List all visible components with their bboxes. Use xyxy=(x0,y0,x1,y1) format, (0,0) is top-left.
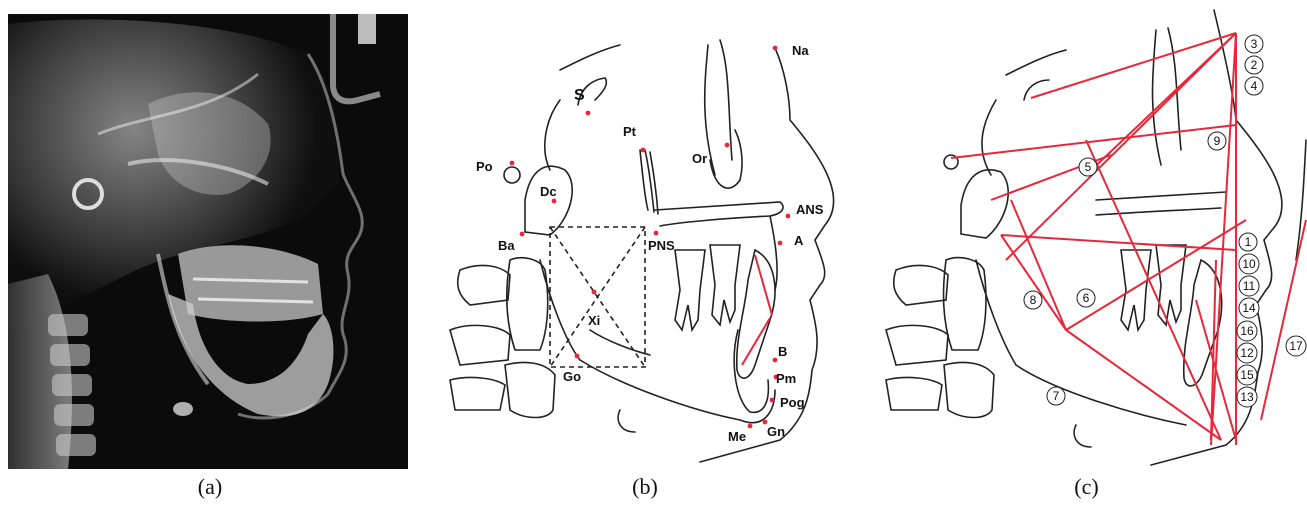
svg-text:17: 17 xyxy=(1289,339,1303,353)
point-Na xyxy=(773,46,778,51)
point-Or xyxy=(725,143,730,148)
marker-14: 14 xyxy=(1239,298,1259,318)
point-B xyxy=(773,358,778,363)
point-Me xyxy=(748,424,753,429)
label-Gn: Gn xyxy=(767,424,785,439)
panel-c-analysis: 3 2 4 9 5 1 10 11 14 8 6 16 12 17 15 13 … xyxy=(866,0,1307,509)
caption-b: (b) xyxy=(430,474,860,500)
marker-15: 15 xyxy=(1237,365,1257,385)
landmark-labels: S Pt Po Dc Ba Or Na ANS A PNS Xi Go B Pm… xyxy=(476,43,824,444)
marker-16: 16 xyxy=(1237,321,1257,341)
label-A: A xyxy=(794,233,804,248)
tracing-b: S Pt Po Dc Ba Or Na ANS A PNS Xi Go B Pm… xyxy=(430,0,860,470)
caption-a: (a) xyxy=(0,474,420,500)
label-S: S xyxy=(574,87,585,104)
label-Dc: Dc xyxy=(540,184,557,199)
svg-text:12: 12 xyxy=(1240,346,1254,360)
label-Pm: Pm xyxy=(776,371,796,386)
point-Dc xyxy=(552,199,557,204)
marker-6: 6 xyxy=(1077,289,1095,307)
point-Pog xyxy=(770,398,775,403)
label-PNS: PNS xyxy=(648,238,675,253)
svg-text:1: 1 xyxy=(1245,235,1252,249)
label-Go: Go xyxy=(563,369,581,384)
marker-4: 4 xyxy=(1245,77,1263,95)
svg-text:14: 14 xyxy=(1242,301,1256,315)
svg-text:16: 16 xyxy=(1240,324,1254,338)
marker-13: 13 xyxy=(1237,387,1257,407)
point-PNS xyxy=(654,231,659,236)
panel-a-xray: (a) xyxy=(0,0,420,509)
point-Po xyxy=(510,161,515,166)
marker-8: 8 xyxy=(1024,291,1042,309)
label-Na: Na xyxy=(792,43,809,58)
marker-17: 17 xyxy=(1286,336,1306,356)
point-ANS xyxy=(786,214,791,219)
svg-text:15: 15 xyxy=(1240,368,1254,382)
marker-11: 11 xyxy=(1239,276,1259,296)
marker-1: 1 xyxy=(1239,233,1257,251)
label-ANS: ANS xyxy=(796,202,824,217)
label-Pt: Pt xyxy=(623,124,637,139)
label-Xi: Xi xyxy=(588,313,600,328)
svg-text:9: 9 xyxy=(1214,134,1221,148)
point-Xi xyxy=(592,290,597,295)
svg-text:3: 3 xyxy=(1251,37,1258,51)
measurement-markers: 3 2 4 9 5 1 10 11 14 8 6 16 12 17 15 13 … xyxy=(1024,35,1306,407)
xi-construction xyxy=(550,227,645,367)
label-Ba: Ba xyxy=(498,238,515,253)
point-A xyxy=(778,241,783,246)
tracing-c: 3 2 4 9 5 1 10 11 14 8 6 16 12 17 15 13 … xyxy=(866,0,1307,470)
svg-text:13: 13 xyxy=(1240,390,1254,404)
cephalometric-radiograph xyxy=(8,14,408,469)
marker-9: 9 xyxy=(1208,132,1226,150)
svg-text:8: 8 xyxy=(1030,293,1037,307)
point-Go xyxy=(575,354,580,359)
svg-text:5: 5 xyxy=(1085,160,1092,174)
marker-10: 10 xyxy=(1239,254,1259,274)
svg-text:2: 2 xyxy=(1251,58,1258,72)
point-Pt xyxy=(641,148,646,153)
label-Po: Po xyxy=(476,159,493,174)
point-S xyxy=(586,111,591,116)
svg-text:10: 10 xyxy=(1242,257,1256,271)
svg-text:4: 4 xyxy=(1251,79,1258,93)
label-Me: Me xyxy=(728,429,746,444)
marker-5: 5 xyxy=(1079,158,1097,176)
caption-c: (c) xyxy=(866,474,1307,500)
panel-b-landmark-tracing: S Pt Po Dc Ba Or Na ANS A PNS Xi Go B Pm… xyxy=(430,0,860,509)
svg-text:11: 11 xyxy=(1243,279,1256,293)
marker-2: 2 xyxy=(1245,56,1263,74)
marker-7: 7 xyxy=(1047,387,1065,405)
label-B: B xyxy=(778,344,787,359)
label-Or: Or xyxy=(692,151,707,166)
marker-12: 12 xyxy=(1237,343,1257,363)
svg-text:6: 6 xyxy=(1083,291,1090,305)
point-Ba xyxy=(520,232,525,237)
lower-incisor-axis xyxy=(742,318,770,365)
svg-text:7: 7 xyxy=(1053,389,1060,403)
label-Pog: Pog xyxy=(780,395,805,410)
marker-3: 3 xyxy=(1245,35,1263,53)
